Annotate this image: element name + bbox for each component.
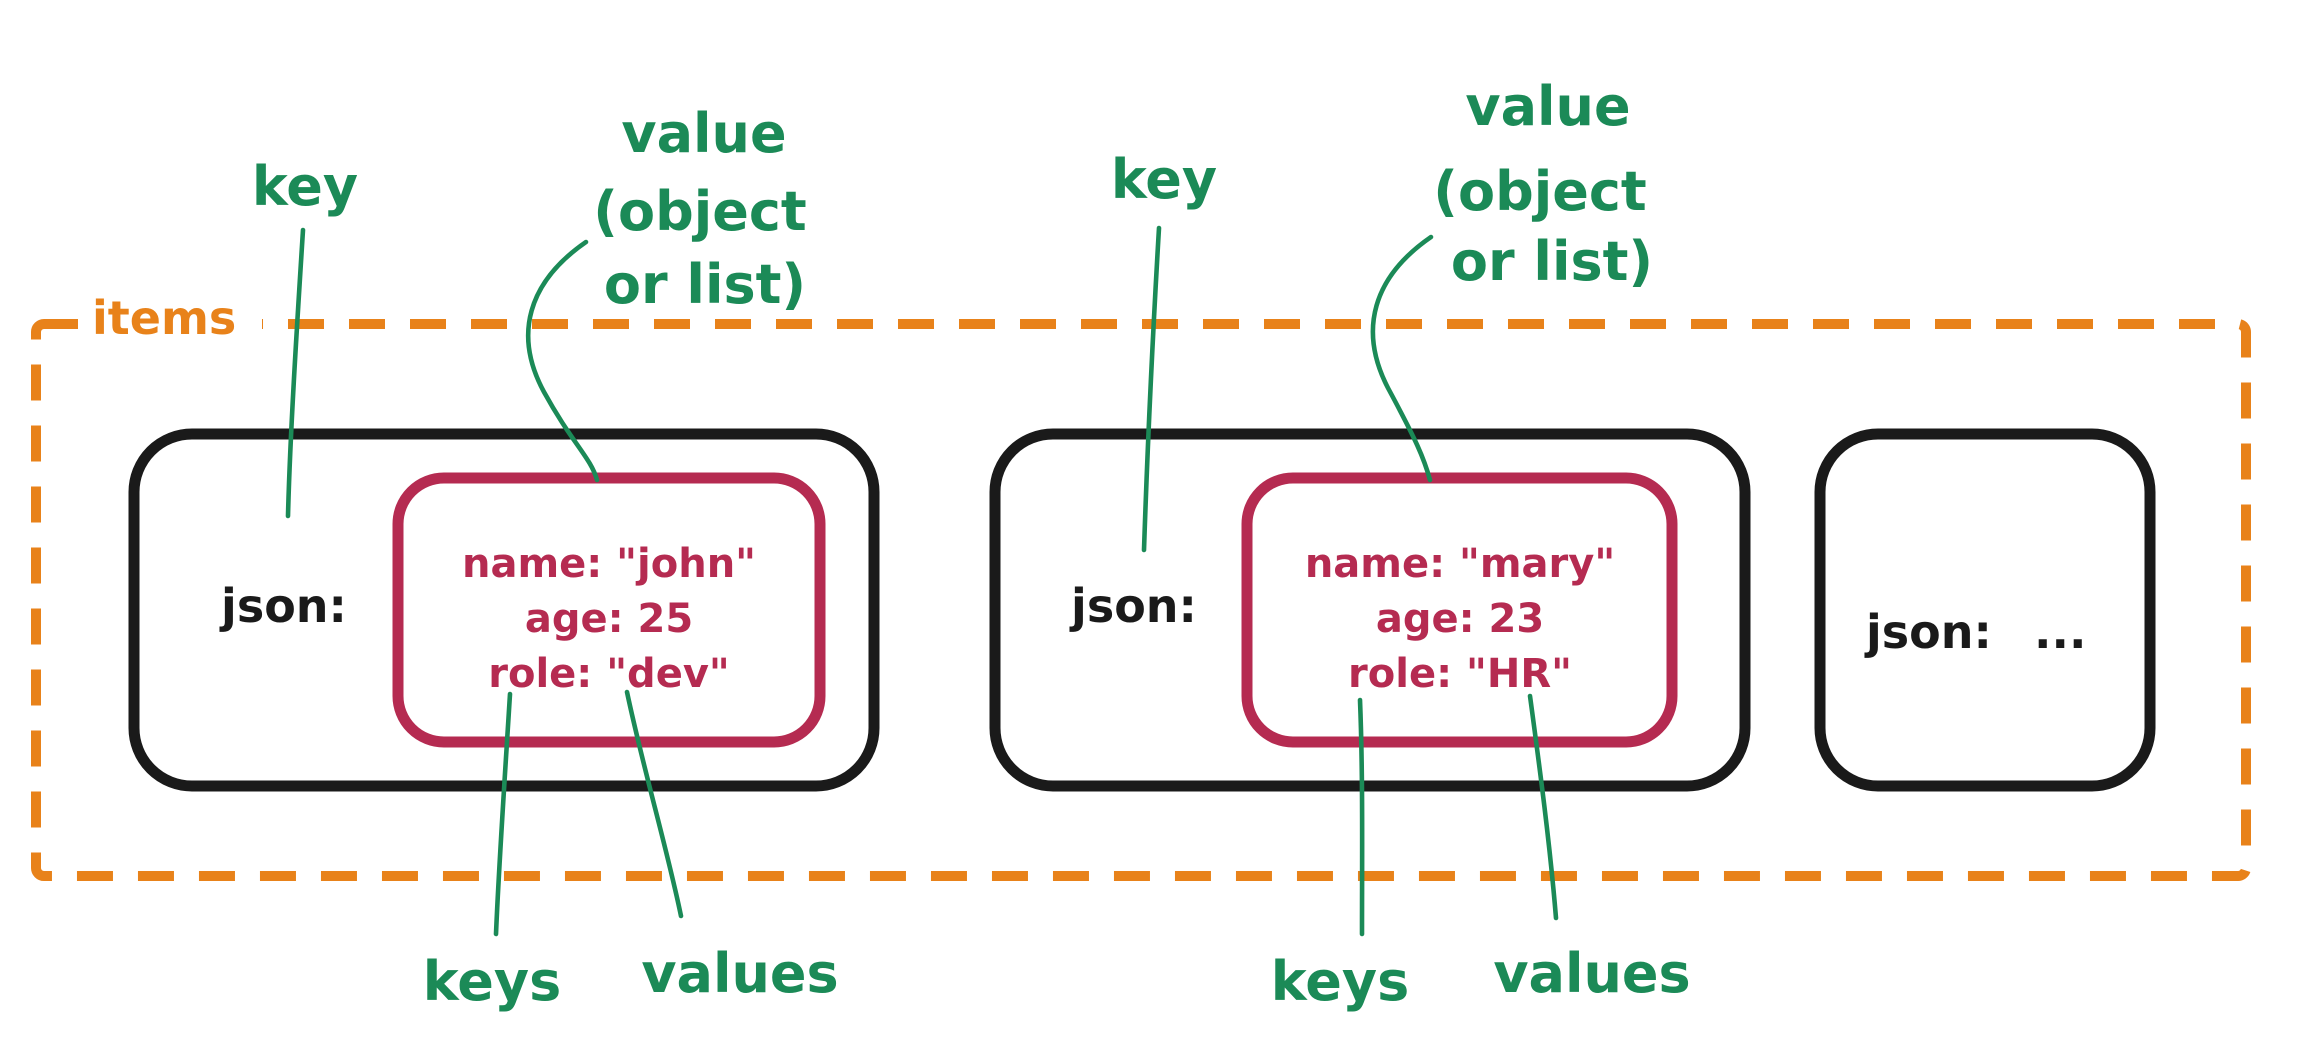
values-connector-line [624, 689, 684, 919]
record-border [1814, 428, 2156, 792]
key-connector-line [285, 227, 306, 519]
value-annotation-line-1: value [1465, 75, 1630, 138]
values-connector-line [1527, 693, 1559, 921]
items-label: items [92, 291, 236, 345]
record-key-label: json: [1069, 579, 1197, 633]
keys-connector-line [493, 691, 513, 937]
record-ellipsis: ... [2034, 605, 2086, 659]
items-dashed-border [31, 319, 2251, 881]
record-field-age: age: 25 [525, 596, 693, 642]
keys-annotation-label: keys [1271, 950, 1409, 1013]
record-field-age: age: 23 [1376, 596, 1544, 642]
keys-connector-line [1357, 697, 1365, 937]
record-field-role: role: "HR" [1348, 651, 1572, 697]
record-field-role: role: "dev" [488, 651, 729, 697]
record-card-1: json: name: "john" age: 25 role: "dev" [128, 428, 880, 792]
record-object-border [1241, 472, 1678, 748]
record-key-label: json: [1864, 605, 1992, 659]
value-annotation-line-1: value [621, 102, 786, 165]
record-object-border [392, 472, 826, 748]
record-field-name: name: "john" [462, 541, 756, 587]
value-annotation-line-2: (object [1433, 160, 1646, 223]
record-card-2: json: name: "mary" age: 23 role: "HR" [989, 428, 1751, 792]
record-card-3: json: ... [1814, 428, 2156, 792]
record-field-name: name: "mary" [1305, 541, 1615, 587]
annotations-left: key value (object or list) keys values [252, 102, 839, 1013]
value-annotation-line-3: or list) [1451, 230, 1653, 293]
values-annotation-label: values [641, 942, 838, 1005]
annotations-right: key value (object or list) keys values [1111, 75, 1691, 1013]
record-key-label: json: [219, 579, 347, 633]
value-annotation-line-3: or list) [604, 253, 806, 316]
value-connector-line [1370, 234, 1434, 483]
key-annotation-label: key [1111, 148, 1217, 211]
value-connector-line [525, 239, 600, 483]
value-annotation-line-2: (object [593, 180, 806, 243]
items-label-bg [78, 286, 262, 344]
values-annotation-label: values [1493, 942, 1690, 1005]
key-connector-line [1141, 225, 1162, 553]
key-annotation-label: key [252, 155, 358, 218]
keys-annotation-label: keys [423, 950, 561, 1013]
